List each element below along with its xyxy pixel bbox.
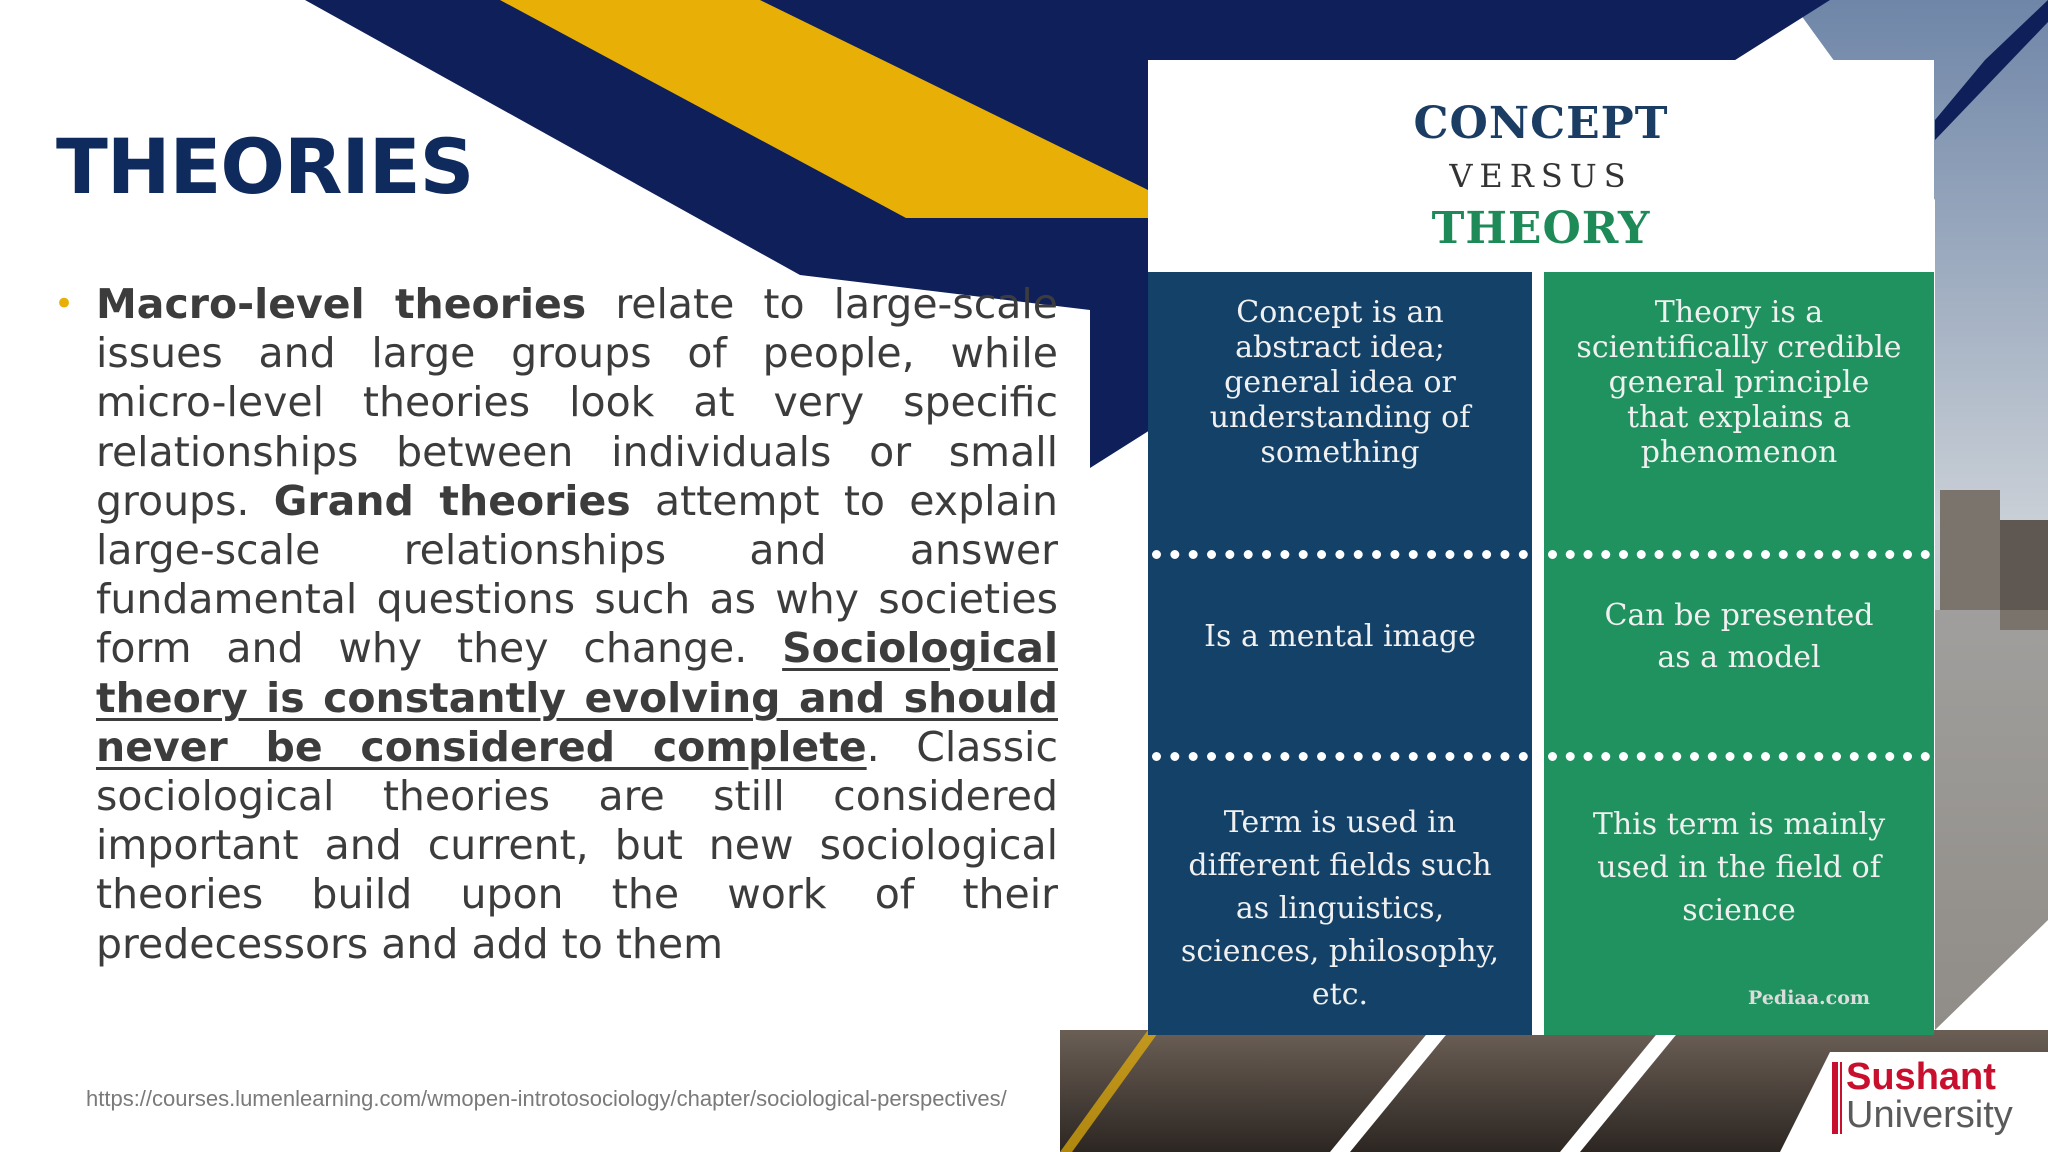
- concept-row-2: Is a mental image: [1204, 619, 1476, 654]
- concept-row-3: Term is used in different fields such as…: [1180, 804, 1500, 1012]
- body-content: • Macro-level theories relate to large-s…: [52, 280, 1062, 969]
- slide-title: THEORIES: [56, 122, 474, 211]
- university-logo: Sushant University: [1826, 1056, 2046, 1144]
- infographic-heading: CONCEPT VERSUS THEORY: [1148, 60, 1934, 272]
- concept-vs-theory-infographic: CONCEPT VERSUS THEORY Concept is an abst…: [1148, 60, 1934, 1035]
- source-url[interactable]: https://courses.lumenlearning.com/wmopen…: [86, 1086, 1007, 1111]
- logo-line-2: University: [1846, 1094, 2013, 1136]
- heading-versus: VERSUS: [1449, 157, 1633, 195]
- body-text-2: attempt to explain large-scale relations…: [96, 476, 1058, 673]
- row-divider: [1152, 752, 1528, 761]
- logo-bar: [1832, 1062, 1838, 1134]
- logo-line-1: Sushant: [1846, 1056, 1996, 1098]
- heading-theory: THEORY: [1431, 203, 1651, 254]
- theory-row-1: Theory is a scientifically credible gene…: [1576, 294, 1902, 470]
- theory-row-3: This term is mainly used in the field of…: [1592, 806, 1886, 928]
- bullet-marker: •: [54, 284, 75, 324]
- row-divider: [1152, 550, 1528, 559]
- heading-concept: CONCEPT: [1413, 98, 1669, 149]
- term-grand-theories: Grand theories: [273, 476, 631, 525]
- key-statement: Sociological theory is constantly evolvi…: [96, 624, 1058, 771]
- theory-column: Theory is a scientifically credible gene…: [1544, 272, 1934, 1035]
- gold-stripe: [500, 0, 1148, 218]
- concept-row-1: Concept is an abstract idea; general ide…: [1209, 294, 1471, 470]
- concept-column: Concept is an abstract idea; general ide…: [1148, 272, 1532, 1035]
- body-text-3: . Classic sociological theories are stil…: [96, 722, 1058, 968]
- body-paragraph: Macro-level theories relate to large-sca…: [96, 280, 1058, 969]
- infographic-credit: Pediaa.com: [1748, 987, 1870, 1009]
- row-divider: [1548, 752, 1930, 761]
- theory-row-2: Can be presented as a model: [1604, 598, 1874, 675]
- body-text-1: relate to large-scale issues and large g…: [96, 280, 1058, 525]
- term-macro-level-theories: Macro-level theories: [96, 280, 587, 328]
- row-divider: [1548, 550, 1930, 559]
